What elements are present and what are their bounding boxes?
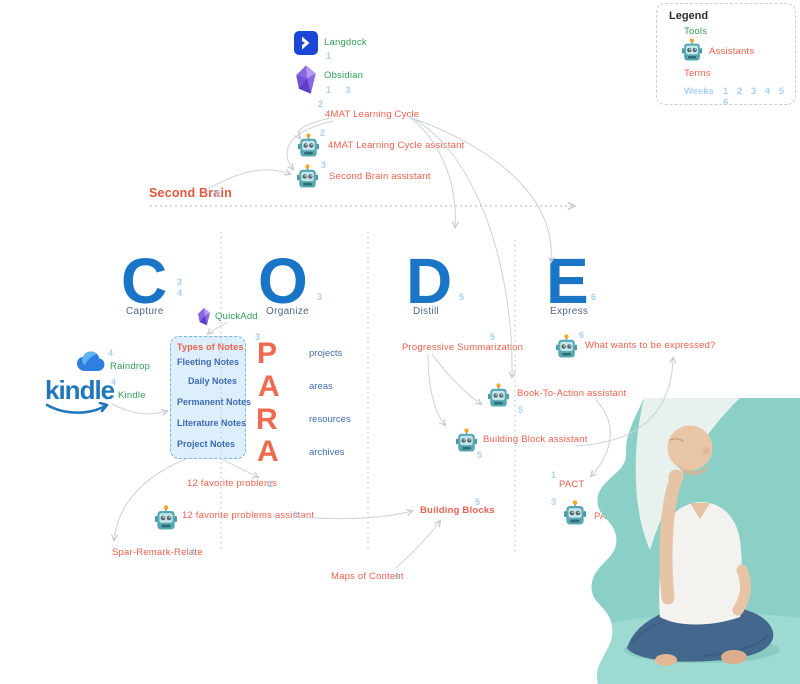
legend-weeks-label: Weeks [684,86,714,97]
maps-of-content-weeks: 4 [394,571,400,581]
building-block-assistant-label: Building Block assistant [483,434,588,445]
what-wants-robot-icon [555,334,578,359]
person-photo [591,398,800,684]
building-blocks-term: Building Blocks [420,505,495,516]
code-letter-c: C [121,245,168,317]
progressive-summarization-term: Progressive Summarization [402,342,524,353]
para-label-archives: archives [309,447,345,458]
what-wants-label: What wants to be expressed? [585,340,716,351]
pact-weeks: 1 [551,470,557,480]
second-brain-assistant-weeks: 3 [321,160,327,170]
quickadd-label: QuickAdd [215,311,258,322]
spar-remark-relate-weeks: 4 [190,547,196,557]
pact-assistant-weeks: 3 [551,497,557,507]
spar-remark-relate-term: Spar-Remark-Relate [112,547,203,558]
twelve-favorite-problems-weeks: 2 [268,479,274,489]
second-brain-assistant-robot-icon [296,164,319,189]
langdock-icon [294,31,318,55]
para-letter-r: R [256,403,278,436]
para-label-areas: areas [309,381,333,392]
assistant-robot-icon [681,38,703,62]
fourmat-assistant-weeks: 2 [320,128,326,138]
para-label-resources: resources [309,414,351,425]
raindrop-icon [77,351,105,371]
fourmat-assistant-robot-icon [297,133,320,158]
code-letter-e: E [546,245,589,317]
building-block-assistant-weeks: 5 [477,450,483,460]
code-d-caption: Distill [413,306,439,317]
para-letter-a2: A [257,435,279,468]
raindrop-label: Raindrop [110,361,151,372]
langdock-label: Langdock [324,37,367,48]
building-block-assistant-robot-icon [455,428,478,453]
fourmat-weeks: 2 [318,99,324,109]
para-letter-a1: A [258,370,280,403]
code-letter-d: D [406,245,453,317]
what-wants-weeks: 6 [579,330,585,340]
para-letter-p: P [257,337,278,370]
twelve-favorite-problems-robot-icon [154,505,178,531]
kindle-weeks: 4 [111,377,117,387]
kindle-smile-icon [45,402,109,414]
code-c-caption: Capture [126,306,164,317]
book-to-action-robot-icon [487,383,510,408]
note-item-permanent: Permanent Notes [177,397,252,407]
obsidian-label: Obsidian [324,70,364,81]
legend-tools-label: Tools [684,26,708,37]
note-item-fleeting: Fleeting Notes [177,357,240,367]
code-d-weeks: 5 [459,292,465,302]
fourmat-term: 4MAT Learning Cycle [325,109,420,120]
code-c-weeks: 3 4 [177,277,183,298]
raindrop-weeks: 4 [108,348,114,358]
kindle-logo-text: kindle [45,375,115,405]
second-brain-weeks: 3 [215,189,221,199]
legend-terms-label: Terms [684,68,711,79]
book-to-action-weeks: 5 [518,405,524,415]
para-label-projects: projects [309,348,343,359]
building-blocks-weeks: 5 [475,497,481,507]
legend-title: Legend [669,10,709,22]
legend-panel: Legend Tools Assistants Terms Weeks 1 2 … [656,3,796,108]
legend-weeks-numbers: 1 2 3 4 5 6 [723,86,787,108]
code-o-caption: Organize [266,306,309,317]
note-item-daily: Daily Notes [188,376,238,386]
second-brain-assistant-label: Second Brain assistant [329,171,431,182]
langdock-weeks: 1 [326,51,332,61]
notes-box-title: Types of Notes [177,342,244,352]
note-item-project: Project Notes [177,439,236,449]
maps-of-content-term: Maps of Content [331,571,404,582]
types-of-notes-box: Types of Notes Fleeting Notes Daily Note… [170,336,251,459]
code-letter-o: O [258,245,308,317]
book-to-action-label: Book-To-Action assistant [517,388,627,399]
code-o-weeks: 3 [317,292,323,302]
note-item-literature: Literature Notes [177,418,247,428]
twelve-favorite-problems-assistant-label: 12 favorite problems assistant [182,510,315,521]
obsidian-icon [296,65,316,94]
code-e-weeks: 6 [591,292,597,302]
code-e-caption: Express [550,306,589,317]
twelve-favorite-problems-term: 12 favorite problems [187,478,278,489]
para-weeks: 3 [255,332,261,342]
kindle-logo: kindle [45,375,115,418]
legend-assistants-label: Assistants [709,46,755,57]
quickadd-icon [198,307,210,326]
pact-term: PACT [559,479,585,490]
fourmat-assistant-label: 4MAT Learning Cycle assistant [328,140,465,151]
kindle-label: Kindle [118,390,146,401]
obsidian-weeks: 1 3 [326,85,357,95]
twelve-favorite-problems-assistant-weeks: 2 [293,510,299,520]
